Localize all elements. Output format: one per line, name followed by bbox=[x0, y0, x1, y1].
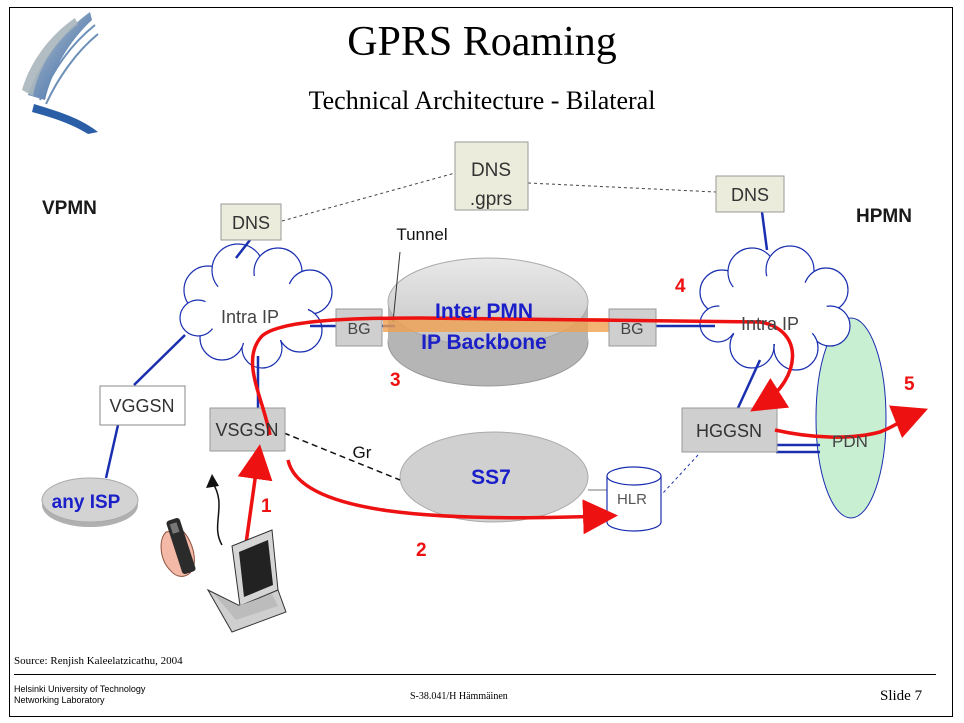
pdn-label: PDN bbox=[832, 432, 868, 451]
hand-phone-icon bbox=[160, 517, 196, 577]
backbone-label-line2: IP Backbone bbox=[421, 331, 547, 354]
gr-label: Gr bbox=[353, 443, 372, 462]
hggsn-box bbox=[681, 407, 778, 453]
hpmn-label: HPMN bbox=[856, 206, 912, 227]
ss7-label: SS7 bbox=[471, 466, 511, 489]
footer-divider bbox=[14, 674, 936, 675]
flow-step-5: 5 bbox=[904, 374, 915, 395]
backbone-label-line1: Inter PMN bbox=[435, 300, 533, 323]
bg-right-label: BG bbox=[620, 321, 643, 338]
dns-gprs-label: .gprs bbox=[470, 189, 512, 210]
vsgsn-box bbox=[209, 407, 286, 452]
dns-right-label: DNS bbox=[731, 185, 769, 205]
slide-number: Slide 7 bbox=[880, 688, 923, 704]
source-citation: Source: Renjish Kaleelatzicathu, 2004 bbox=[14, 655, 183, 667]
signal-arrow bbox=[211, 481, 223, 546]
footer-course: S-38.041/H Hämmäinen bbox=[410, 691, 508, 702]
pdn-cloud bbox=[815, 317, 887, 519]
vggsn-box bbox=[99, 385, 186, 426]
dns-center-label: DNS bbox=[471, 160, 511, 181]
dns-box-right bbox=[715, 175, 785, 213]
dns-box-left bbox=[220, 203, 282, 241]
gr-interface-line bbox=[283, 432, 401, 481]
any-isp-cloud bbox=[41, 477, 139, 527]
flow-step-1: 1 bbox=[261, 496, 272, 517]
slide-title: GPRS Roaming bbox=[347, 19, 617, 65]
laptop-icon bbox=[206, 529, 287, 633]
flow-step-4: 4 bbox=[675, 276, 686, 297]
dns-gprs-box bbox=[454, 141, 529, 211]
footer-institution-line2: Networking Laboratory bbox=[14, 695, 105, 705]
ss7-cloud bbox=[399, 431, 589, 523]
intra-ip-cloud-right bbox=[699, 245, 851, 371]
bg-box-right bbox=[608, 308, 657, 347]
slide-frame bbox=[9, 7, 953, 717]
dns-link-right bbox=[527, 182, 717, 193]
vsgsn-label: VSGSN bbox=[215, 420, 278, 440]
tunnel-band bbox=[383, 318, 609, 332]
intra-ip-left-label: Intra IP bbox=[221, 307, 279, 327]
intra-ip-right-label: Intra IP bbox=[741, 314, 799, 334]
network-links bbox=[104, 211, 820, 479]
vpmn-label: VPMN bbox=[42, 198, 97, 219]
hlr-label: HLR bbox=[617, 491, 647, 508]
tunnel-pointer bbox=[392, 251, 401, 323]
dns-link-left bbox=[281, 172, 456, 222]
bg-box-left bbox=[335, 308, 383, 347]
dns-left-label: DNS bbox=[232, 213, 270, 233]
vggsn-label: VGGSN bbox=[109, 396, 174, 416]
flow-step-3: 3 bbox=[390, 370, 401, 391]
tunnel-label: Tunnel bbox=[396, 225, 447, 244]
bg-left-label: BG bbox=[347, 321, 370, 338]
slide-subtitle: Technical Architecture - Bilateral bbox=[308, 86, 656, 115]
footer-institution-line1: Helsinki University of Technology bbox=[14, 684, 146, 694]
hggsn-label: HGGSN bbox=[696, 421, 762, 441]
any-isp-label: any ISP bbox=[52, 492, 121, 513]
university-logo bbox=[22, 12, 99, 134]
flow-paths bbox=[237, 316, 928, 566]
footer-institution: Helsinki University of Technology Networ… bbox=[14, 684, 145, 706]
flow-step-2: 2 bbox=[416, 540, 427, 561]
